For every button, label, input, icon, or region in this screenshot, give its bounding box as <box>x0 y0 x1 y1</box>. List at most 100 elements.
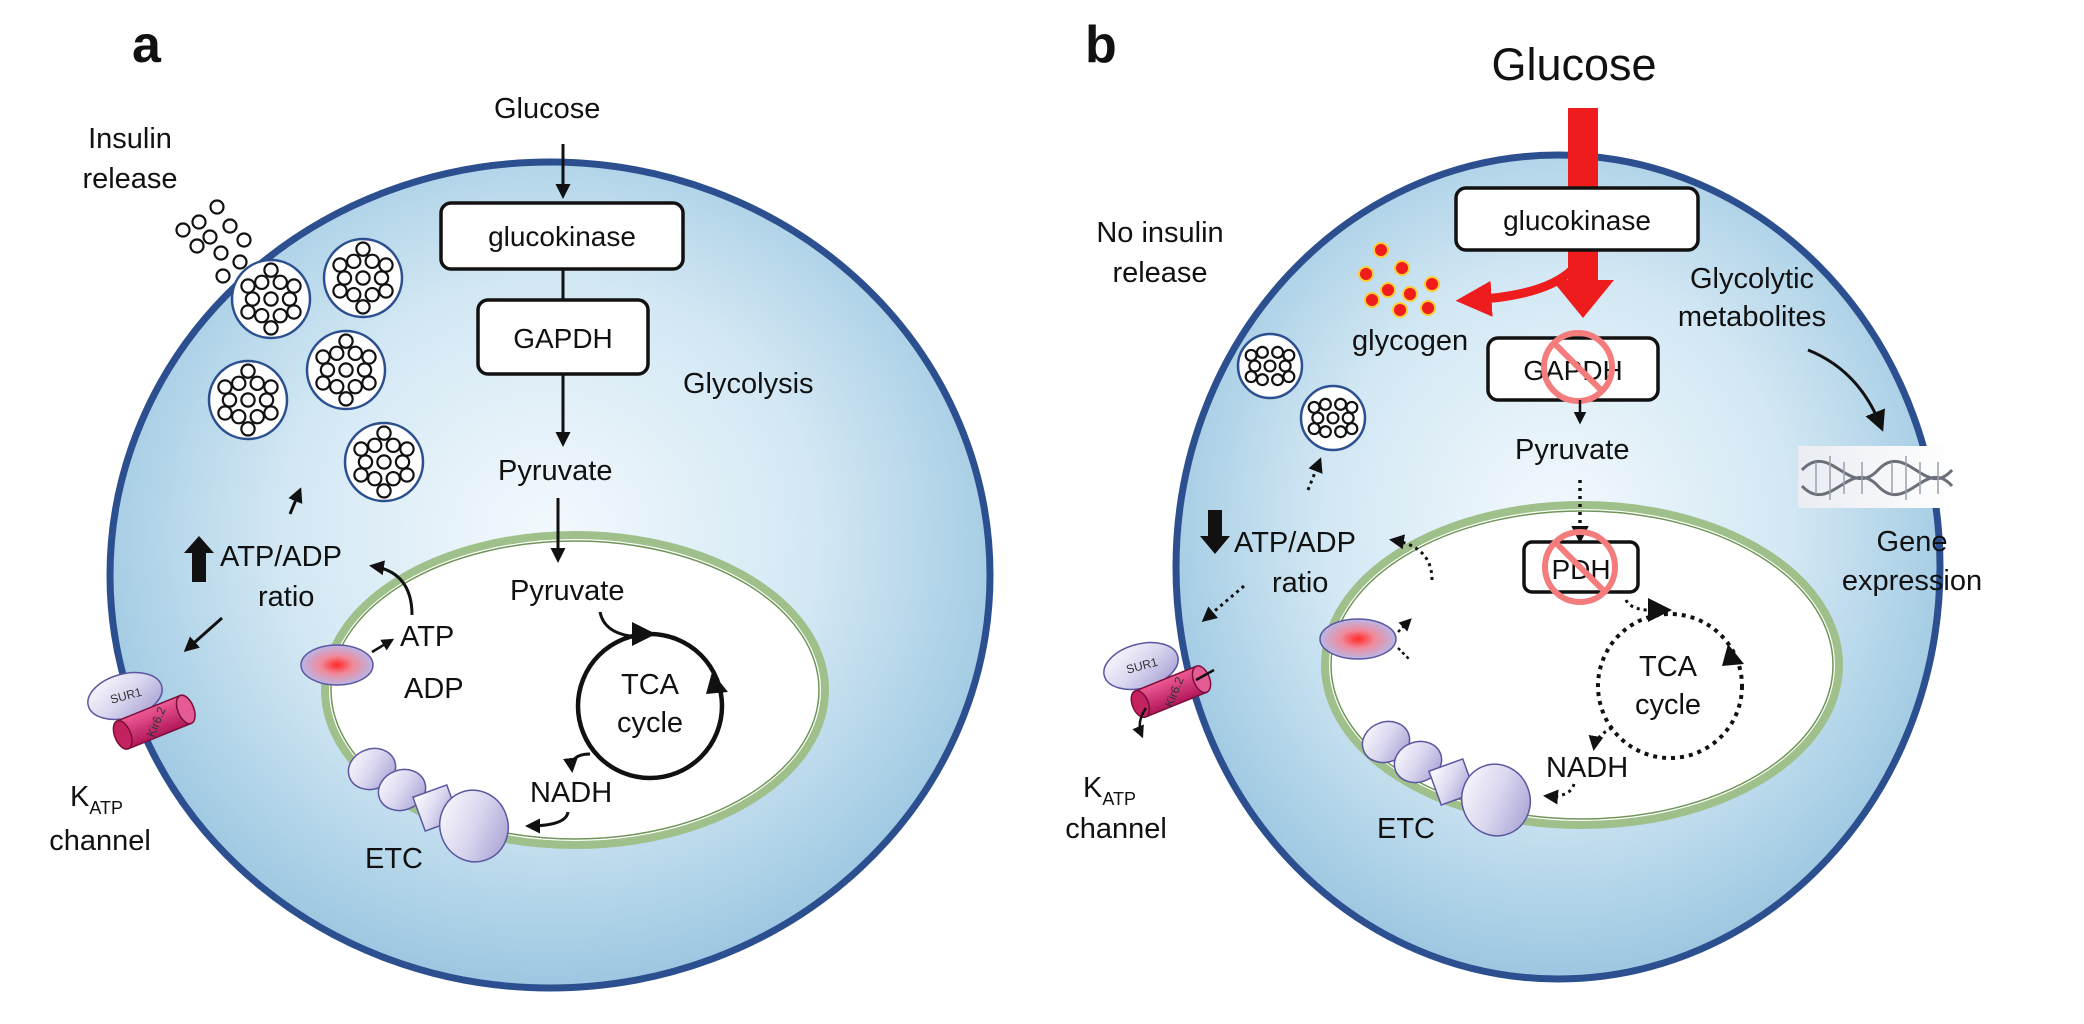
katp-label-b: KATP <box>1083 772 1136 809</box>
glycogen-granule <box>1373 242 1389 258</box>
released-granule <box>189 238 205 254</box>
nadh-label-b: NADH <box>1546 752 1628 784</box>
gapdh-label-a: GAPDH <box>513 323 613 354</box>
nadh-to-etc-b <box>1543 783 1576 805</box>
glycogen-granule <box>1394 260 1410 276</box>
ratio-to-katp-b <box>1201 584 1245 622</box>
no-insulin-label1-b: No insulin <box>1096 217 1223 249</box>
mitochondrion-b <box>1321 501 1843 829</box>
insulin-granules-a <box>175 199 425 503</box>
atp-to-ratio-a <box>369 560 414 616</box>
glycogen-arrow-b <box>1455 266 1576 317</box>
katp-sub-b: ATP <box>1102 789 1136 809</box>
katp-channel-a <box>87 671 196 750</box>
ratio-label2-b: ratio <box>1272 567 1328 599</box>
atp-label-a: ATP <box>400 621 454 653</box>
pyruvate-cyto-a: Pyruvate <box>498 455 612 487</box>
katp-channel-label-b: channel <box>1065 813 1167 845</box>
insulin-vesicle <box>305 329 387 411</box>
katp-label-a: KATP <box>70 781 123 818</box>
gene-label2-b: expression <box>1842 565 1982 597</box>
metabolites-to-gene-arrow-b <box>1807 348 1885 432</box>
glycogen-granule <box>1358 266 1374 282</box>
glycogen-granule <box>1392 302 1408 318</box>
etc-complex-a <box>347 747 509 863</box>
gene-label1-b: Gene <box>1877 526 1948 558</box>
pyruvate-to-tca-a <box>598 611 631 638</box>
tca-arrowhead-b-top <box>1648 598 1672 622</box>
atp-synthase-b <box>1319 618 1397 660</box>
glycogen-granule <box>1380 282 1396 298</box>
katp-channel-label-a: channel <box>49 825 151 857</box>
panel-a: a Glucose glucokinase GAPDH Glycolysis P… <box>49 16 994 992</box>
panel-b: b Glucose glucokinase glycogen GAPDH Pyr… <box>1065 16 1982 983</box>
glucokinase-label-b: glucokinase <box>1503 205 1651 236</box>
mitochondrion-b-inner-ring <box>1330 510 1834 820</box>
insulin-vesicle <box>343 421 425 503</box>
tca-label2-a: cycle <box>617 707 683 739</box>
atp-synthase-a <box>300 644 374 686</box>
prohibit-icon-pdh-b <box>1542 529 1618 605</box>
atp-synthase-arrow-b-up <box>1397 618 1412 633</box>
released-granule <box>191 214 207 230</box>
released-granule <box>202 229 218 245</box>
ratio-to-insulin-b <box>1306 457 1323 491</box>
tca-label1-a: TCA <box>621 669 680 701</box>
tca-arrowhead-a-right <box>706 672 728 694</box>
panel-a-letter: a <box>132 16 162 74</box>
dna-icon <box>1798 446 1956 508</box>
glycogen-granule <box>1402 286 1418 302</box>
pyruvate-label-b: Pyruvate <box>1515 434 1629 466</box>
prohibit-icon-gapdh-b <box>1541 330 1615 404</box>
glucose-thick-arrow-b <box>1568 108 1598 188</box>
no-insulin-label2-b: release <box>1112 257 1207 289</box>
glucokinase-label-a: glucokinase <box>488 221 636 252</box>
tca-to-nadh-a <box>563 752 591 773</box>
nadh-label-a: NADH <box>530 777 612 809</box>
down-arrow-b <box>1200 510 1230 554</box>
released-granule <box>222 218 238 234</box>
katp-k-b: K <box>1083 772 1103 804</box>
panel-b-letter: b <box>1085 16 1117 74</box>
released-granule <box>213 245 229 261</box>
insulin-vesicle <box>230 258 312 340</box>
atp-synthase-arrow-b-down <box>1397 647 1411 661</box>
tca-to-nadh-b <box>1588 726 1613 751</box>
glucokinase-box-b <box>1454 186 1700 252</box>
atp-to-ratio-b <box>1389 534 1434 581</box>
glucose-label-a: Glucose <box>494 93 600 125</box>
insulin-vesicle <box>1299 384 1367 452</box>
released-granule <box>209 199 225 215</box>
etc-label-a: ETC <box>365 843 423 875</box>
katp-k-a: K <box>70 781 90 813</box>
etc-label-b: ETC <box>1377 813 1435 845</box>
glycogen-granule <box>1424 276 1440 292</box>
tca-arrowhead-b-right <box>1722 644 1744 666</box>
insulin-label2-a: release <box>82 163 177 195</box>
insulin-label1-a: Insulin <box>88 123 172 155</box>
katp-sub-a: ATP <box>89 798 123 818</box>
tca-cycle-b <box>1596 612 1744 760</box>
released-granule <box>175 222 191 238</box>
glycogen-granule <box>1364 292 1380 308</box>
insulin-granules-b <box>1236 332 1367 452</box>
adp-label-a: ADP <box>404 673 464 705</box>
insulin-vesicle <box>1236 332 1304 400</box>
insulin-vesicle <box>322 237 404 319</box>
pdh-to-tca-b <box>1624 599 1661 612</box>
ratio-to-katp-a <box>183 616 223 652</box>
nadh-to-etc-a <box>525 811 570 834</box>
tca-label1-b: TCA <box>1639 651 1698 683</box>
ratio-to-insulin-a <box>288 487 303 515</box>
glycogen-granule <box>1420 300 1436 316</box>
glycogen-granules-b <box>1358 242 1440 318</box>
mitochondrion-a <box>321 531 829 849</box>
glycogen-label-b: glycogen <box>1352 325 1468 357</box>
up-arrow-a <box>184 536 214 582</box>
glucose-label-b: Glucose <box>1491 39 1656 90</box>
insulin-vesicle <box>207 359 289 441</box>
glycolytic-label2-b: metabolites <box>1678 301 1826 333</box>
atp-synthase-arrow-a <box>371 638 395 654</box>
released-granule <box>236 232 252 248</box>
